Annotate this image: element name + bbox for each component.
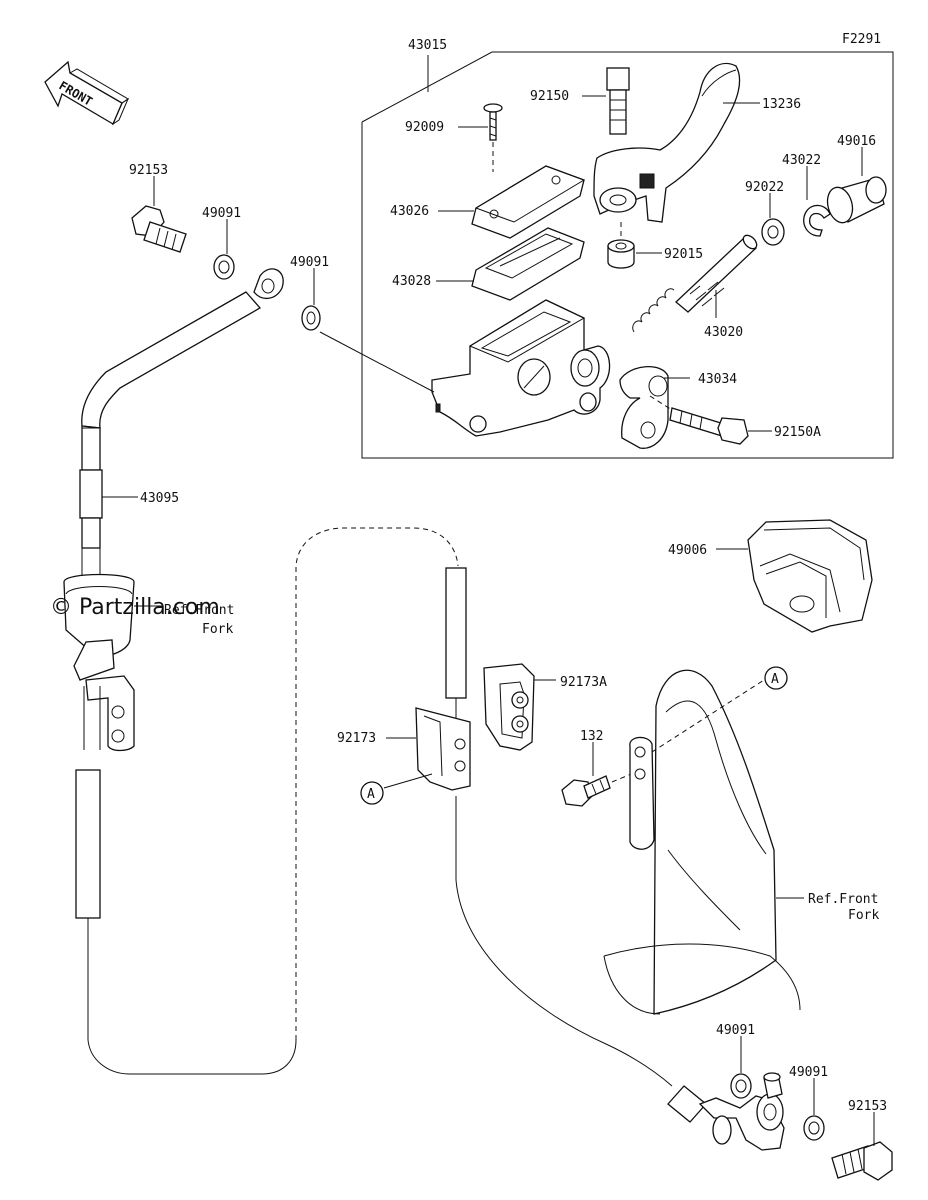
ref-front-fork-left: Ref.Front — [164, 603, 234, 618]
callout-43026: 43026 — [390, 204, 429, 219]
holder-43034 — [619, 365, 669, 449]
brake-hose-lower-left — [75, 527, 459, 1075]
diaphragm-43028 — [471, 227, 585, 301]
bolt-92150 — [606, 67, 630, 135]
master-cylinder-body — [431, 299, 611, 437]
clamp-92173A — [483, 663, 535, 751]
callout-43095: 43095 — [140, 491, 179, 506]
bolt-92150A — [669, 407, 749, 445]
callout-92153-bottom: 92153 — [848, 1099, 887, 1114]
screw-92009 — [483, 103, 503, 141]
watermark: © Partzilla.com — [50, 595, 220, 620]
bolt-132 — [561, 775, 611, 807]
gasket-49091-top-mid — [301, 305, 321, 331]
callout-92153-top: 92153 — [129, 163, 168, 178]
callout-132: 132 — [580, 729, 603, 744]
gasket-49091-bottom-1 — [730, 1073, 752, 1099]
gasket-49091-top-left — [213, 254, 235, 280]
banjo-bolt-92153-bottom — [831, 1141, 893, 1181]
callout-43028: 43028 — [392, 274, 431, 289]
callout-92173A: 92173A — [560, 675, 607, 690]
snap-ring-43022 — [803, 204, 831, 237]
brake-hose-43095 — [79, 268, 284, 600]
front-direction-arrow-icon: FRONT — [44, 60, 130, 126]
ref-a-left: A — [367, 787, 375, 802]
callout-13236: 13236 — [762, 97, 801, 112]
callout-49091-top-left: 49091 — [202, 206, 241, 221]
callout-43022: 43022 — [782, 153, 821, 168]
banjo-bolt-92153-top — [131, 205, 187, 253]
callout-92173: 92173 — [337, 731, 376, 746]
front-fork-right — [603, 669, 801, 1015]
callout-43020: 43020 — [704, 325, 743, 340]
callout-92150A: 92150A — [774, 425, 821, 440]
callout-92022: 92022 — [745, 180, 784, 195]
callout-49006: 49006 — [668, 543, 707, 558]
callout-43034: 43034 — [698, 372, 737, 387]
nut-92015 — [607, 239, 635, 269]
figure-code: F2291 — [842, 32, 881, 47]
master-cylinder-assembly-box: 43015 — [361, 38, 894, 459]
cover-49006 — [747, 519, 873, 633]
brake-hose-middle — [445, 567, 673, 1087]
ref-front-fork-right: Ref.Front — [808, 892, 878, 907]
callout-92009: 92009 — [405, 120, 444, 135]
callout-43015: 43015 — [408, 38, 447, 53]
gasket-49091-bottom-2 — [803, 1115, 825, 1141]
ref-front-fork-left-2: Fork — [202, 622, 233, 637]
ref-a-right: A — [771, 672, 779, 687]
callout-49091-bottom-1: 49091 — [716, 1023, 755, 1038]
callout-49091-bottom-2: 49091 — [789, 1065, 828, 1080]
ref-front-fork-right-2: Fork — [848, 908, 879, 923]
lever-13236 — [593, 62, 741, 223]
reservoir-cap-43026 — [471, 165, 586, 239]
callout-92150: 92150 — [530, 89, 569, 104]
clamp-92173 — [415, 707, 471, 791]
callout-49091-top-mid: 49091 — [290, 255, 329, 270]
callout-49016: 49016 — [837, 134, 876, 149]
callout-92015: 92015 — [664, 247, 703, 262]
cap-49016 — [826, 176, 887, 224]
washer-92022 — [761, 218, 785, 246]
piston-spring-43020 — [632, 234, 758, 333]
banjo-fitting-lower — [667, 1072, 785, 1151]
hose-clamp-left — [63, 573, 135, 752]
watermark-text: © Partzilla.com — [50, 595, 220, 620]
